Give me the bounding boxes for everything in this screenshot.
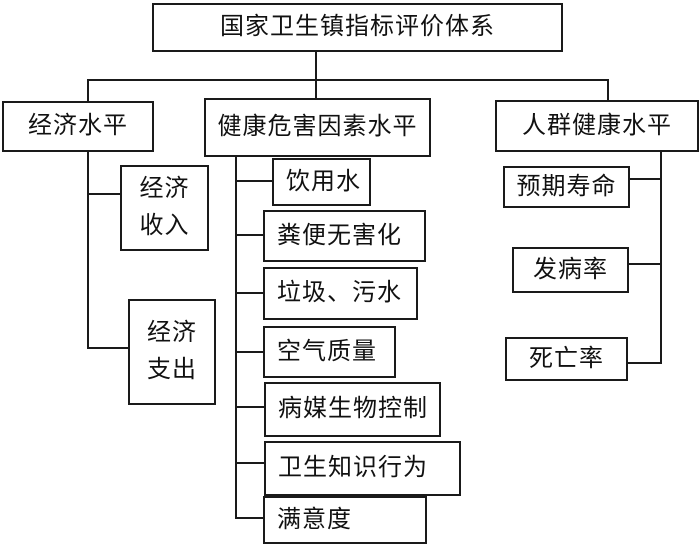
connector-satisfaction-branch (237, 517, 263, 519)
node-air-quality: 空气质量 (263, 326, 396, 378)
node-vector-control: 病媒生物控制 (264, 382, 441, 437)
node-health-knowledge-behavior: 卫生知识行为 (264, 441, 461, 496)
connector-root-vertical (315, 52, 317, 99)
connector-knowledge-branch (237, 462, 264, 464)
connector-garbage-branch (237, 292, 263, 294)
node-satisfaction: 满意度 (263, 496, 427, 544)
node-economic-income: 经济 收入 (120, 165, 209, 251)
connector-economic-expense-branch (89, 347, 128, 349)
connector-feces-branch (237, 234, 263, 236)
connector-health-trunk (660, 152, 662, 364)
connector-vector-control-branch (237, 406, 264, 408)
connector-economic-trunk (87, 152, 89, 349)
connector-incidence-branch (628, 263, 660, 265)
node-economic-expense: 经济 支出 (128, 299, 216, 405)
connector-drinking-water-branch (237, 180, 272, 182)
node-health-hazard-level: 健康危害因素水平 (204, 98, 431, 157)
node-life-expectancy: 预期寿命 (503, 166, 630, 208)
node-mortality-rate: 死亡率 (505, 337, 628, 381)
node-root-title: 国家卫生镇指标评价体系 (152, 3, 563, 52)
node-economic-level: 经济水平 (2, 101, 154, 152)
connector-economic-income-branch (89, 193, 120, 195)
node-population-health-level: 人群健康水平 (495, 100, 699, 152)
connector-left-stub (87, 79, 89, 103)
node-feces-treatment: 粪便无害化 (263, 210, 426, 262)
node-incidence-rate: 发病率 (512, 247, 629, 293)
connector-hazard-trunk (235, 157, 237, 519)
connector-right-stub (607, 79, 609, 102)
connector-air-quality-branch (237, 351, 263, 353)
connector-mortality-branch (627, 362, 660, 364)
connector-life-expectancy-branch (629, 178, 660, 180)
node-drinking-water: 饮用水 (272, 158, 371, 206)
node-garbage-sewage: 垃圾、污水 (263, 267, 418, 320)
connector-top-horizontal (87, 79, 609, 81)
